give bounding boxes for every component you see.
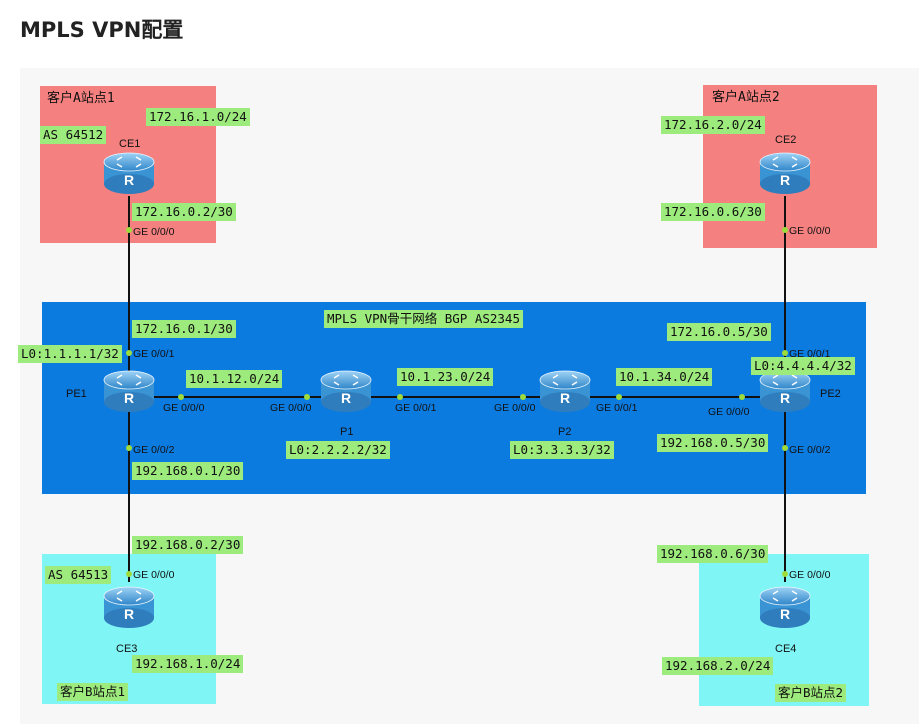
router-pe1[interactable]: R bbox=[102, 370, 156, 414]
zone-title-site-a2: 客户A站点2 bbox=[712, 90, 780, 105]
port-dot-pe1-north bbox=[126, 350, 132, 356]
label-lo-pe2: L0:4.4.4.4/32 bbox=[751, 357, 855, 375]
label-net-site-b1: 192.168.1.0/24 bbox=[132, 655, 244, 673]
label-lo-p2: L0:3.3.3.3/32 bbox=[510, 441, 614, 459]
port-dot-p1-west bbox=[304, 394, 310, 400]
port-label-ce3: GE 0/0/0 bbox=[133, 569, 175, 581]
link-ce1-pe1 bbox=[128, 196, 130, 378]
router-icon: R bbox=[758, 152, 812, 196]
page-title: MPLS VPN配置 bbox=[20, 18, 184, 42]
device-label-ce1: CE1 bbox=[119, 138, 141, 150]
zone-title-site-a1: 客户A站点1 bbox=[47, 91, 115, 106]
svg-text:R: R bbox=[780, 390, 790, 406]
router-icon: R bbox=[758, 586, 812, 630]
label-pe1-b: 192.168.0.1/30 bbox=[132, 462, 244, 480]
label-net-site-a1: 172.16.1.0/24 bbox=[146, 108, 250, 126]
link-backbone-chain bbox=[129, 396, 785, 398]
port-dot-ce4 bbox=[782, 571, 788, 577]
port-label-p1-east: GE 0/0/1 bbox=[395, 402, 437, 414]
router-ce1[interactable]: R bbox=[102, 152, 156, 196]
port-dot-pe1-south bbox=[126, 445, 132, 451]
port-dot-p1-east bbox=[397, 394, 403, 400]
link-ce2-pe2 bbox=[784, 196, 786, 378]
port-dot-p2-west bbox=[520, 394, 526, 400]
label-as-ce1: AS 64512 bbox=[40, 126, 107, 144]
link-pe2-ce4 bbox=[784, 396, 786, 582]
router-icon: R bbox=[102, 586, 156, 630]
device-label-ce3: CE3 bbox=[116, 643, 138, 655]
label-ce2-wan: 172.16.0.6/30 bbox=[661, 203, 765, 221]
device-label-p1: P1 bbox=[340, 426, 354, 438]
label-net-site-b2: 192.168.2.0/24 bbox=[662, 657, 774, 675]
router-icon: R bbox=[538, 370, 592, 414]
svg-text:R: R bbox=[560, 390, 570, 406]
svg-text:R: R bbox=[780, 172, 790, 188]
device-label-ce4: CE4 bbox=[775, 643, 797, 655]
router-ce3[interactable]: R bbox=[102, 586, 156, 630]
label-lo-pe1: L0:1.1.1.1/32 bbox=[18, 345, 122, 363]
label-ce4-wan: 192.168.0.6/30 bbox=[657, 545, 769, 563]
port-label-pe2-west: GE 0/0/0 bbox=[708, 406, 750, 418]
label-lo-p1: L0:2.2.2.2/32 bbox=[286, 441, 390, 459]
port-label-pe2-south: GE 0/0/2 bbox=[789, 444, 831, 456]
link-pe1-ce3 bbox=[128, 396, 130, 582]
router-p1[interactable]: R bbox=[319, 370, 373, 414]
svg-text:R: R bbox=[124, 390, 134, 406]
device-label-pe2: PE2 bbox=[820, 388, 841, 400]
port-label-p2-east: GE 0/0/1 bbox=[596, 402, 638, 414]
port-label-p1-west: GE 0/0/0 bbox=[270, 402, 312, 414]
router-icon: R bbox=[319, 370, 373, 414]
label-ce1-wan: 172.16.0.2/30 bbox=[132, 203, 236, 221]
svg-text:R: R bbox=[780, 606, 790, 622]
port-dot-pe2-west bbox=[739, 394, 745, 400]
port-dot-pe2-north bbox=[782, 350, 788, 356]
zone-title-backbone: MPLS VPN骨干网络 BGP AS2345 bbox=[324, 310, 523, 328]
port-label-p2-west: GE 0/0/0 bbox=[494, 402, 536, 414]
label-net-site-a2: 172.16.2.0/24 bbox=[661, 116, 765, 134]
router-icon: R bbox=[758, 370, 812, 414]
zone-title-site-b1: 客户B站点1 bbox=[57, 683, 129, 701]
label-pe1-a: 172.16.0.1/30 bbox=[132, 320, 236, 338]
port-label-pe1-east: GE 0/0/0 bbox=[163, 402, 205, 414]
router-ce2[interactable]: R bbox=[758, 152, 812, 196]
label-as-ce3: AS 64513 bbox=[45, 566, 112, 584]
label-link-pe1-p1: 10.1.12.0/24 bbox=[186, 370, 283, 388]
port-dot-ce1 bbox=[126, 227, 132, 233]
svg-text:R: R bbox=[124, 172, 134, 188]
port-label-ce1: GE 0/0/0 bbox=[133, 226, 175, 238]
port-dot-pe2-south bbox=[782, 445, 788, 451]
port-label-pe2-north: GE 0/0/1 bbox=[789, 348, 831, 360]
label-pe2-b: 192.168.0.5/30 bbox=[657, 434, 769, 452]
svg-text:R: R bbox=[124, 606, 134, 622]
port-dot-ce3 bbox=[126, 571, 132, 577]
router-icon: R bbox=[102, 370, 156, 414]
label-ce3-wan: 192.168.0.2/30 bbox=[132, 536, 244, 554]
port-label-pe1-south: GE 0/0/2 bbox=[133, 444, 175, 456]
router-icon: R bbox=[102, 152, 156, 196]
device-label-ce2: CE2 bbox=[775, 134, 797, 146]
port-label-ce2: GE 0/0/0 bbox=[789, 225, 831, 237]
label-link-p2-pe2: 10.1.34.0/24 bbox=[616, 368, 713, 386]
router-ce4[interactable]: R bbox=[758, 586, 812, 630]
router-p2[interactable]: R bbox=[538, 370, 592, 414]
router-pe2[interactable]: R bbox=[758, 370, 812, 414]
label-pe2-a: 172.16.0.5/30 bbox=[667, 323, 771, 341]
svg-text:R: R bbox=[341, 390, 351, 406]
port-label-ce4: GE 0/0/0 bbox=[789, 569, 831, 581]
port-dot-ce2 bbox=[782, 227, 788, 233]
port-dot-pe1-east bbox=[178, 394, 184, 400]
device-label-p2: P2 bbox=[558, 426, 572, 438]
zone-title-site-b2: 客户B站点2 bbox=[775, 684, 847, 702]
port-label-pe1-north: GE 0/0/1 bbox=[133, 348, 175, 360]
port-dot-p2-east bbox=[616, 394, 622, 400]
device-label-pe1: PE1 bbox=[66, 388, 87, 400]
label-link-p1-p2: 10.1.23.0/24 bbox=[397, 368, 494, 386]
